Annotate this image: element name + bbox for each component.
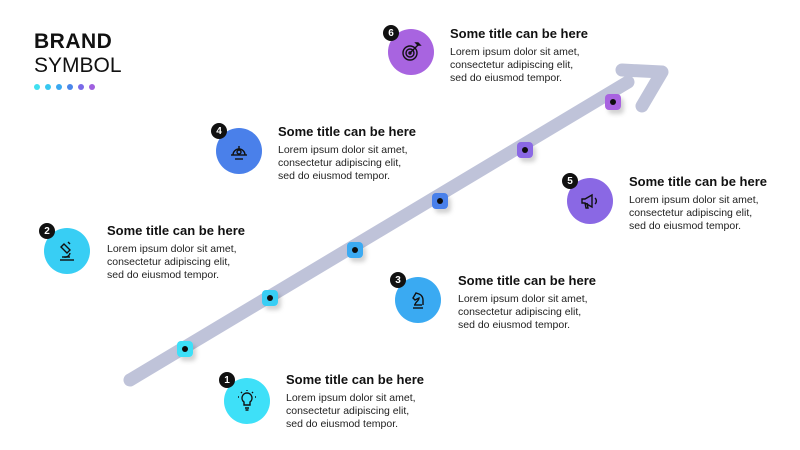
brand-dot [45, 84, 51, 90]
marker-1 [177, 341, 193, 357]
brand-dot [78, 84, 84, 90]
step-5-number-badge: 5 [562, 173, 578, 189]
step-6-number-badge: 6 [383, 25, 399, 41]
marker-3 [347, 242, 363, 258]
step-3-title: Some title can be here [458, 273, 596, 288]
step-4-body-line: consectetur adipiscing elit, [278, 157, 402, 169]
microscope-icon [60, 241, 74, 261]
step-2-body: Lorem ipsum dolor sit amet, consectetur … [107, 243, 287, 282]
step-4-text: Some title can be here Lorem ipsum dolor… [278, 124, 458, 183]
target-arrow-icon [402, 42, 422, 61]
step-6-body: Lorem ipsum dolor sit amet, consectetur … [450, 46, 630, 85]
arrow-head [615, 63, 669, 113]
chess-knight-icon [412, 292, 424, 309]
step-2-title: Some title can be here [107, 223, 245, 238]
brand-dot [67, 84, 73, 90]
step-6-text: Some title can be here Lorem ipsum dolor… [450, 26, 630, 85]
brand-dot [56, 84, 62, 90]
step-2-number-badge: 2 [39, 223, 55, 239]
step-6-body-line: consectetur adipiscing elit, [450, 59, 574, 71]
step-5-body-line: Lorem ipsum dolor sit amet, [629, 194, 759, 206]
step-2-icon-circle [44, 228, 90, 274]
step-3-body-line: Lorem ipsum dolor sit amet, [458, 293, 588, 305]
step-3-body: Lorem ipsum dolor sit amet, consectetur … [458, 293, 638, 332]
step-1-number-badge: 1 [219, 372, 235, 388]
step-4-title: Some title can be here [278, 124, 416, 139]
arrow-shaft [123, 75, 635, 387]
step-1-text: Some title can be here Lorem ipsum dolor… [286, 372, 466, 431]
step-4-number-badge: 4 [211, 123, 227, 139]
marker-2 [262, 290, 278, 306]
step-2-body-line: sed do eiusmod tempor. [107, 269, 220, 281]
step-6-body-line: Lorem ipsum dolor sit amet, [450, 46, 580, 58]
step-3-body-line: sed do eiusmod tempor. [458, 319, 571, 331]
step-5-body-line: sed do eiusmod tempor. [629, 220, 742, 232]
brand-logo: BRAND SYMBOL [34, 30, 122, 90]
step-5-body-line: consectetur adipiscing elit, [629, 207, 753, 219]
step-3-number-badge: 3 [390, 272, 406, 288]
step-3-body-line: consectetur adipiscing elit, [458, 306, 582, 318]
step-6-body-line: sed do eiusmod tempor. [450, 72, 563, 84]
step-3-text: Some title can be here Lorem ipsum dolor… [458, 273, 638, 332]
step-2-body-line: Lorem ipsum dolor sit amet, [107, 243, 237, 255]
step-1-body-line: consectetur adipiscing elit, [286, 405, 410, 417]
brand-dot [34, 84, 40, 90]
step-4-body-line: sed do eiusmod tempor. [278, 170, 391, 182]
marker-5 [517, 142, 533, 158]
step-4-body: Lorem ipsum dolor sit amet, consectetur … [278, 144, 458, 183]
marker-6 [605, 94, 621, 110]
step-2-body-line: consectetur adipiscing elit, [107, 256, 231, 268]
brand-name-line1: BRAND [34, 30, 113, 53]
megaphone-icon [581, 193, 597, 209]
brand-dots [34, 84, 122, 90]
step-6-title: Some title can be here [450, 26, 588, 41]
marker-4 [432, 193, 448, 209]
step-1-body: Lorem ipsum dolor sit amet, consectetur … [286, 392, 466, 431]
step-2-text: Some title can be here Lorem ipsum dolor… [107, 223, 287, 282]
step-1-body-line: Lorem ipsum dolor sit amet, [286, 392, 416, 404]
step-1-title: Some title can be here [286, 372, 424, 387]
step-4-body-line: Lorem ipsum dolor sit amet, [278, 144, 408, 156]
step-5-body: Lorem ipsum dolor sit amet, consectetur … [629, 194, 800, 233]
lightbulb-icon [238, 390, 256, 411]
step-1-body-line: sed do eiusmod tempor. [286, 418, 399, 430]
helmet-gear-icon [231, 146, 247, 160]
brand-name-line2: SYMBOL [34, 54, 122, 77]
step-5-text: Some title can be here Lorem ipsum dolor… [629, 174, 800, 233]
step-5-title: Some title can be here [629, 174, 767, 189]
brand-dot [89, 84, 95, 90]
